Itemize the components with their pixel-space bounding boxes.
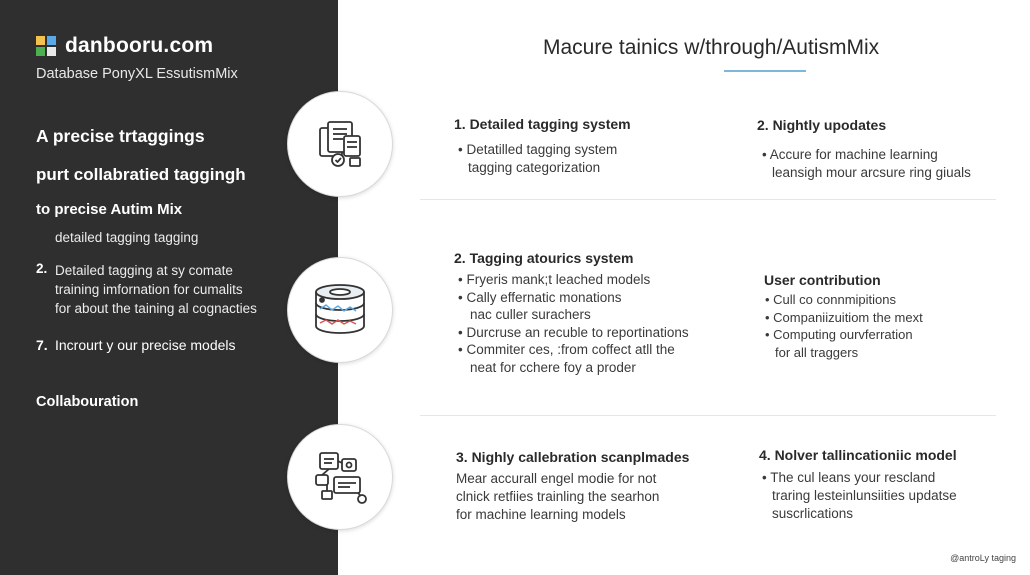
- left-item-7-text: Incrourt y our precise models: [55, 337, 236, 353]
- row2-right-line: • Companiizuitiom the mext: [765, 309, 923, 325]
- row2-left-line: nac culler surachers: [470, 307, 591, 322]
- left-heading-3: to precise Autim Mix: [36, 201, 183, 218]
- row1-right-heading: 2. Nightly upodates: [757, 117, 887, 133]
- left-item-2-line: training imfornation for cumalits: [55, 282, 243, 297]
- row2-left-line: • Commiter ces, :from coffect atll the: [458, 342, 675, 357]
- row1-right-line: • Accure for machine learning: [762, 147, 938, 162]
- logo-square-blue: [47, 36, 56, 45]
- row2-right-line: • Computing ourvferration: [765, 327, 913, 342]
- logo-square-yellow: [36, 36, 45, 45]
- left-item-2-line: Detailed tagging at sy comate: [55, 263, 233, 278]
- database-circle: [287, 257, 393, 363]
- row3-right-line: suscrlications: [772, 506, 854, 521]
- row3-right-text: • The cul leans your rescland traring le…: [762, 469, 957, 523]
- row2-left-text: • Fryeris mank;t leached models • Cally …: [458, 271, 689, 376]
- database-icon: [315, 284, 365, 334]
- row1-right-text: • Accure for machine learning leansigh m…: [762, 146, 971, 182]
- row2-right-line: for all traggers: [775, 344, 859, 360]
- row1-left-heading: 1. Detailed tagging system: [454, 116, 631, 132]
- row2-right-text: • Cull co connmipitions • Companiizuitio…: [765, 291, 923, 361]
- brand[interactable]: danbooru.com: [36, 34, 213, 58]
- left-heading-1: A precise trtaggings: [36, 126, 205, 146]
- left-item-2-number: 2.: [36, 261, 48, 276]
- footer-credit: @antroLy taging: [950, 553, 1016, 563]
- logo-square-green: [36, 47, 45, 56]
- row3-left-heading: 3. Nighly callebration scanplmades: [456, 449, 690, 465]
- row3-right-line: traring lesteinlunsiities updatse: [772, 488, 957, 503]
- row1-left-text: • Detatilled tagging system tagging cate…: [458, 141, 617, 177]
- row3-left-text: Mear accurall engel modie for not clnick…: [456, 470, 659, 524]
- row2-right-heading: User contribution: [764, 272, 881, 288]
- left-item-2-text: Detailed tagging at sy comate training i…: [55, 261, 325, 318]
- row3-left-line: Mear accurall engel modie for not: [456, 471, 657, 486]
- row2-right-line: • Cull co connmipitions: [765, 292, 896, 307]
- left-item-2-line: for about the taining al cognacties: [55, 301, 257, 316]
- brand-subtitle: Database PonyXL EssutismMix: [36, 66, 238, 82]
- row2-left-heading: 2. Tagging atourics system: [454, 250, 634, 266]
- row3-right-heading: 4. Nolver tallincationiic model: [759, 447, 957, 463]
- left-collaboration: Collabouration: [36, 394, 139, 410]
- row-divider: [420, 199, 996, 200]
- brand-logo-icon: [36, 36, 56, 56]
- left-item-7-number: 7.: [36, 337, 48, 353]
- left-panel: danbooru.com Database PonyXL EssutismMix…: [0, 0, 338, 575]
- row3-left-line: for machine learning models: [456, 507, 626, 522]
- brand-name: danbooru.com: [65, 34, 214, 57]
- title-underline: [724, 70, 806, 72]
- network-circle: [287, 424, 393, 530]
- row2-left-line: • Durcruse an recuble to reportinations: [458, 324, 689, 340]
- row1-left-line: tagging categorization: [468, 160, 601, 175]
- row3-left-line: clnick retfiies trainling the searhon: [456, 489, 660, 504]
- documents-circle: [287, 91, 393, 197]
- row3-right-line: • The cul leans your rescland: [762, 470, 936, 485]
- logo-square-light: [47, 47, 56, 56]
- row-divider: [420, 415, 996, 416]
- page-title: Macure tainics w/through/AutismMix: [543, 36, 880, 59]
- left-heading-2: purt collabratied taggingh: [36, 165, 246, 184]
- network-icon: [315, 452, 367, 504]
- documents-icon: [319, 121, 361, 167]
- row2-left-line: • Fryeris mank;t leached models: [458, 272, 651, 287]
- left-line-4: detailed tagging tagging: [55, 230, 199, 245]
- row1-right-line: leansigh mour arcsure ring giuals: [772, 165, 971, 180]
- row1-left-line: • Detatilled tagging system: [458, 142, 618, 157]
- row2-left-line: • Cally effernatic monations: [458, 289, 622, 305]
- row2-left-line: neat for cchere foy a proder: [470, 359, 636, 375]
